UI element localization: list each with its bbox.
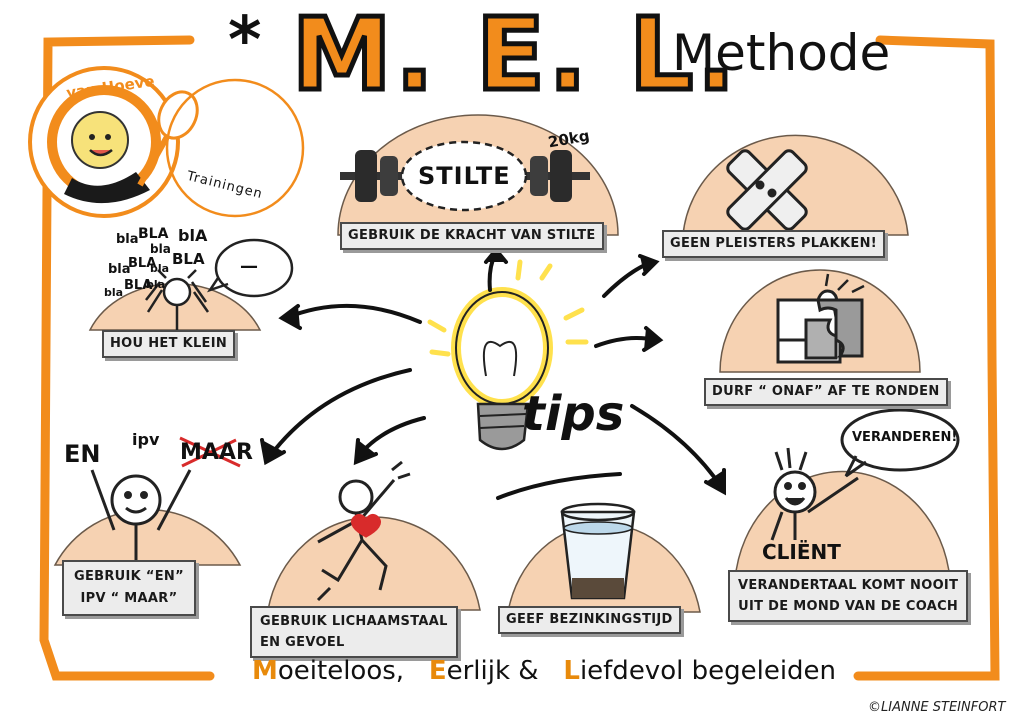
glass-drawing bbox=[560, 502, 636, 600]
tip-label-onaf: DURF “ ONAF” AF TE RONDEN bbox=[704, 378, 948, 406]
ipv-word: ipv bbox=[132, 430, 160, 449]
talking-person-drawing bbox=[145, 238, 294, 330]
tip-label-lichaam: GEBRUIK LICHAAMSTAAL EN GEVOEL bbox=[250, 606, 458, 658]
bla-word-2: BLA bbox=[138, 226, 169, 242]
puzzle-drawing bbox=[776, 273, 865, 364]
bla-word-10: blA bbox=[178, 226, 208, 245]
client-word: CLIËNT bbox=[762, 540, 841, 564]
tagline-m-rest: oeiteloos, bbox=[277, 656, 405, 686]
tip-label-bezinking: GEEF BEZINKINGSTIJD bbox=[498, 606, 681, 634]
tip-label-lichaam-line2: EN GEVOEL bbox=[260, 635, 345, 650]
tagline-m: M bbox=[252, 656, 278, 686]
bubble-text: VERANDEREN! bbox=[852, 430, 958, 445]
tip-label-stilte: GEBRUIK DE KRACHT VAN STILTE bbox=[340, 222, 604, 250]
bla-word-3: bla bbox=[150, 242, 171, 256]
bla-word-7: bla bbox=[104, 286, 124, 299]
title-main: M. E. L. bbox=[289, 0, 740, 116]
en-person-drawing bbox=[90, 436, 241, 565]
bla-word-1: bla bbox=[116, 232, 139, 247]
tip-label-verandertaal-line1: VERANDERTAAL KOMT NOOIT bbox=[738, 578, 959, 593]
orange-frame bbox=[39, 35, 1000, 681]
tip-label-en-line1: GEBRUIK “EN” bbox=[74, 569, 184, 584]
tagline-e: E bbox=[428, 656, 447, 686]
bla-word-6: bla bbox=[150, 262, 170, 275]
lightbulb-drawing bbox=[427, 259, 589, 451]
tip-label-klein: HOU HET KLEIN bbox=[102, 330, 236, 358]
tip-label-verandertaal-line2: UIT DE MOND VAN DE COACH bbox=[738, 599, 959, 614]
tagline: Moeiteloos, Eerlijk & Liefdevol begeleid… bbox=[252, 656, 836, 686]
title-asterisk: * bbox=[228, 4, 262, 78]
maar-word: MAAR bbox=[180, 440, 253, 465]
bla-word-9: bla bbox=[146, 278, 166, 291]
tagline-l-rest: iefdevol begeleiden bbox=[579, 656, 837, 686]
tip-label-en-line2: IPV “ MAAR” bbox=[80, 591, 178, 606]
tagline-l: L bbox=[563, 656, 580, 686]
tip-label-pleisters: GEEN PLEISTERS PLAKKEN! bbox=[662, 230, 885, 258]
copyright: ©LIANNE STEINFORT bbox=[868, 700, 1006, 715]
bla-word-8: BLA bbox=[124, 278, 153, 293]
client-person-drawing bbox=[770, 408, 960, 541]
barbell-drawing bbox=[340, 140, 590, 212]
tip-label-lichaam-line1: GEBRUIK LICHAAMSTAAL bbox=[260, 614, 448, 629]
title-subtitle: Methode bbox=[672, 24, 891, 82]
bla-word-11: BLA bbox=[172, 250, 205, 268]
speech-dash: — bbox=[240, 256, 258, 277]
stilte-text: STILTE bbox=[418, 162, 511, 190]
en-word: EN bbox=[64, 440, 101, 468]
tip-label-verandertaal: VERANDERTAAL KOMT NOOIT UIT DE MOND VAN … bbox=[728, 570, 969, 622]
arrows bbox=[260, 246, 726, 500]
tagline-e-rest: erlijk & bbox=[446, 656, 539, 686]
logo-mark bbox=[28, 66, 305, 218]
bla-word-5: BLA bbox=[128, 256, 157, 271]
plaster-drawing bbox=[726, 149, 808, 231]
bla-word-4: bla bbox=[108, 262, 131, 277]
tips-word: tips bbox=[522, 386, 625, 442]
heart-person-drawing bbox=[316, 460, 411, 602]
tip-label-en: GEBRUIK “EN” IPV “ MAAR” bbox=[62, 560, 196, 616]
